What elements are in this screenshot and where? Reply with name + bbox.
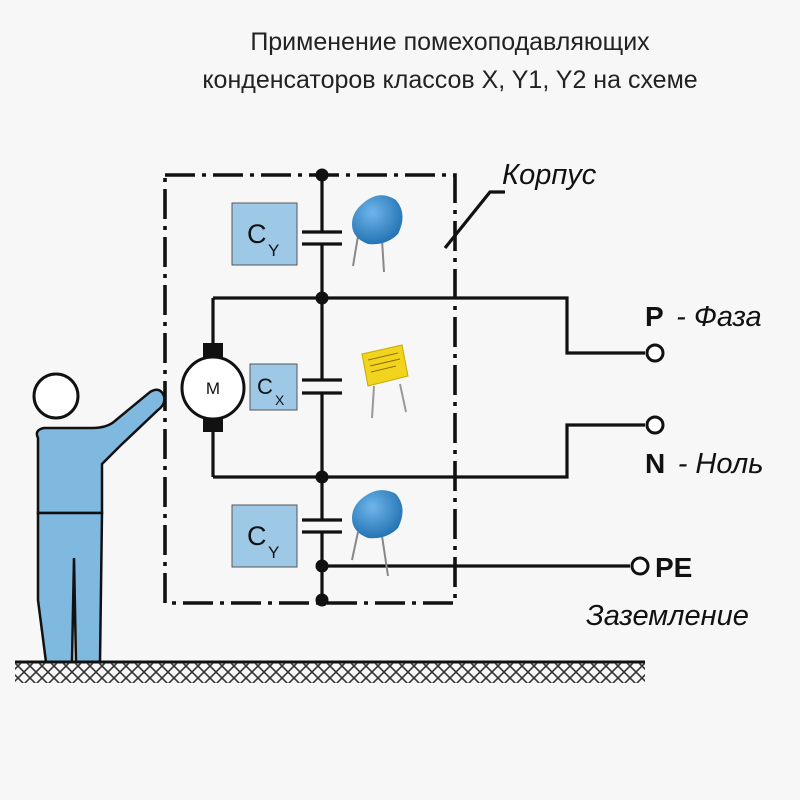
phase-letter: P [645,301,664,332]
title-line-1: Применение помехоподавляющих [250,28,650,56]
cy-bottom-main: C [247,521,267,551]
person-legs [36,511,104,664]
phase-wire [213,296,645,355]
cy-top-sub: Y [268,241,279,260]
pe-terminal [630,556,650,576]
cx-main: C [257,374,273,399]
person-head [32,372,80,420]
phase-text: - Фаза [676,301,762,333]
ceramic-capacitor-top-image [352,195,403,273]
neutral-label: N - Ноль [645,448,763,480]
ground-label: Заземление [586,600,749,632]
node-phase [315,291,329,305]
motor-symbol: M [180,343,246,432]
housing-label: Корпус [502,159,597,191]
phase-label: P - Фаза [645,301,762,333]
pe-letter: PE [655,552,692,583]
film-capacitor-image [361,344,409,419]
person-body [35,388,166,515]
housing-enclosure [163,173,457,605]
person-figure [32,372,166,664]
ground-surface [15,660,645,683]
cy-top-symbol [302,230,342,246]
neutral-terminal [645,415,665,435]
node-neutral [315,470,329,484]
phase-terminal [645,343,665,363]
motor-label: M [206,379,220,398]
neutral-wire [213,423,645,479]
ceramic-capacitor-bottom-image [351,490,403,577]
housing-pointer-line [443,190,505,250]
node-top [315,168,329,182]
cx-label-box: C X [249,363,298,411]
cy-top-label-box: C Y [231,202,298,266]
node-bottom [315,593,329,607]
cy-bottom-sub: Y [268,543,279,562]
neutral-letter: N [645,448,665,479]
title-line-2: конденсаторов классов X, Y1, Y2 на схеме [202,66,697,94]
node-pe [315,559,329,573]
cx-sub: X [275,392,285,408]
cy-top-main: C [247,219,267,249]
cy-bottom-label-box: C Y [231,504,298,568]
neutral-text: - Ноль [678,448,764,480]
cy-bottom-symbol [302,518,342,534]
cx-symbol [302,378,342,395]
